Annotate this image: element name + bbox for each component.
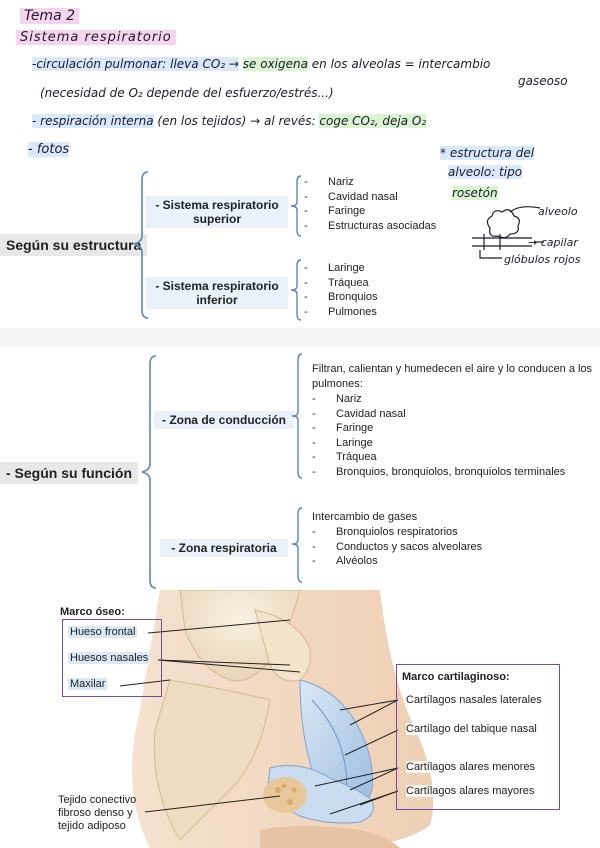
maxilar-label: Maxilar	[68, 678, 108, 690]
notes-subtitle: Sistema respiratorio	[16, 30, 176, 45]
list-item: Tráquea	[304, 276, 378, 291]
list-item: Cavidad nasal	[304, 190, 436, 205]
list-item: Laringe	[304, 261, 378, 276]
funcion-root: - Según su función	[0, 462, 138, 484]
notes-title: Tema 2	[20, 8, 80, 24]
list-item: Tráquea	[312, 450, 565, 465]
marco-cartilaginoso-box	[396, 664, 560, 810]
hueso-frontal-label: Hueso frontal	[68, 626, 138, 638]
notes-line3: - respiración interna (en los tejidos) →…	[32, 114, 427, 128]
alveolo-sketch-icon	[472, 206, 544, 259]
cart-laterales-label: Cartílagos nasales laterales	[406, 694, 542, 706]
inferior-brace	[290, 259, 302, 321]
estructura-root: Según su estructura	[0, 234, 148, 256]
conduccion-brace	[291, 353, 303, 479]
notes-side-capilar: → capilar	[528, 236, 578, 249]
list-item: Estructuras asociadas	[304, 219, 436, 234]
nose-figure: Marco óseo: Hueso frontal Huesos nasales…	[0, 590, 600, 848]
notes-side-globulos: glóbulos rojos	[504, 253, 581, 266]
list-item: Alvéolos	[312, 554, 482, 569]
list-item: Bronquios, bronquiolos, bronquiolos term…	[312, 465, 565, 480]
list-item: Laringe	[312, 436, 565, 451]
list-item: Faringe	[304, 204, 436, 219]
notes-side-3: rosetón	[452, 186, 498, 200]
marco-oseo-label: Marco óseo:	[60, 606, 125, 618]
superior-label: - Sistema respiratorio superior	[146, 196, 288, 228]
superior-brace	[290, 175, 302, 237]
conduccion-label: - Zona de conducción	[154, 411, 294, 429]
inferior-list: Laringe Tráquea Bronquios Pulmones	[304, 261, 378, 319]
list-item: Faringe	[312, 421, 565, 436]
marco-oseo-box	[62, 619, 162, 697]
notes-line1: -circulación pulmonar: lleva CO₂ → se ox…	[32, 57, 491, 71]
respiratoria-desc: Intercambio de gases	[312, 511, 418, 523]
conduccion-desc: Filtran, calientan y humedecen el aire y…	[312, 363, 593, 390]
estructura-main-brace	[133, 171, 149, 319]
inferior-label: - Sistema respiratorio inferior	[146, 277, 288, 309]
respiratoria-label: - Zona respiratoria	[160, 539, 288, 557]
list-item: Conductos y sacos alveolares	[312, 540, 482, 555]
marco-cartilaginoso-label: Marco cartilaginoso:	[402, 671, 510, 683]
notes-side-2: alveolo: tipo	[448, 165, 523, 179]
list-item: Bronquiolos respiratorios	[312, 525, 482, 540]
section-divider	[0, 328, 600, 346]
nose-anatomy-illustration-icon	[0, 590, 600, 848]
respiratoria-list: Bronquiolos respiratorios Conductos y sa…	[312, 525, 482, 569]
tejido-conectivo-label: Tejido conectivo fibroso denso y tejido …	[58, 794, 137, 832]
list-item: Bronquios	[304, 290, 378, 305]
superior-list: Nariz Cavidad nasal Faringe Estructuras …	[304, 175, 436, 233]
alares-menores-label: Cartílagos alares menores	[406, 761, 536, 773]
funcion-main-brace	[141, 355, 157, 589]
conduccion-list: Nariz Cavidad nasal Faringe Laringe Tráq…	[312, 392, 565, 480]
list-item: Pulmones	[304, 305, 378, 320]
list-item: Nariz	[304, 175, 436, 190]
notes-side-alveolo: alveolo	[538, 205, 578, 218]
notes-line1-cont: gaseoso	[518, 74, 568, 88]
alares-mayores-label: Cartílagos alares mayores	[406, 785, 535, 797]
list-item: Nariz	[312, 392, 565, 407]
respiratoria-brace	[291, 507, 303, 583]
cart-tabique-label: Cartílago del tabique nasal	[406, 723, 537, 735]
list-item: Cavidad nasal	[312, 407, 565, 422]
notes-side-1: * estructura del	[440, 146, 535, 160]
huesos-nasales-label: Huesos nasales	[68, 652, 151, 664]
notes-line2: (necesidad de O₂ depende del esfuerzo/es…	[40, 86, 334, 100]
notes-line4: - fotos	[28, 142, 70, 157]
